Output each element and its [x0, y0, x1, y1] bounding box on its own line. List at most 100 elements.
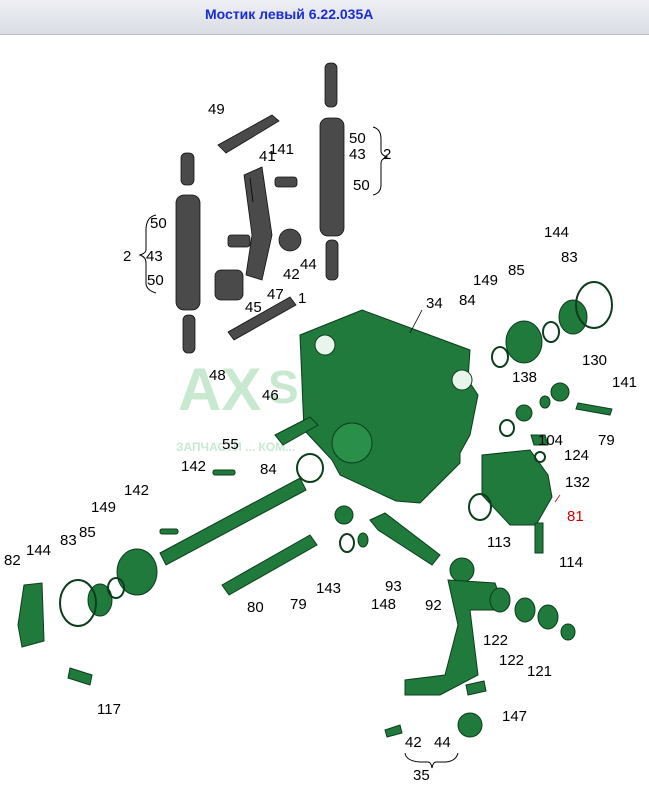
label-92: 92 [425, 597, 442, 614]
part-143-ring [339, 533, 355, 553]
label-147: 147 [502, 708, 527, 725]
label-42-lower: 42 [405, 734, 422, 751]
label-82: 82 [4, 552, 21, 569]
label-55: 55 [222, 436, 239, 453]
part-41-lever [243, 166, 273, 281]
bracket-group-2-right [372, 126, 389, 196]
label-50-left-bottom: 50 [147, 272, 164, 289]
part-79-bush-right [515, 404, 533, 422]
diagram-canvas: AX SHOP ЗАПЧАСТИ ... КОМ... [4, 62, 637, 784]
part-50-rod-bottom-left [182, 314, 196, 354]
parts-green [17, 281, 613, 738]
watermark-brand-a: AX [178, 356, 261, 423]
part-48-axle [227, 296, 297, 341]
label-143: 143 [316, 580, 341, 597]
label-83-upper: 83 [561, 249, 578, 266]
label-50-right-bottom: 50 [353, 177, 370, 194]
label-1: 1 [298, 290, 306, 307]
part-44-pin-upper [227, 234, 251, 248]
window-title-bar: Мостик левый 6.22.035А [0, 0, 649, 35]
parts-diagram: AX SHOP ЗАПЧАСТИ ... КОМ... [0, 35, 649, 807]
part-92-bolt-head [449, 557, 475, 583]
part-34-boss [331, 422, 373, 464]
part-55-shaft [159, 477, 307, 566]
part-144-circlip-lower [59, 579, 97, 627]
label-50-left-top: 50 [150, 215, 167, 232]
label-81[interactable]: 81 [567, 508, 584, 525]
part-45-roller [214, 269, 244, 301]
label-149-lower: 149 [91, 499, 116, 516]
label-130: 130 [582, 352, 607, 369]
callout-labels: 49 41 141 50 43 2 50 50 43 2 50 44 42 47… [4, 101, 637, 784]
label-122-upper: 122 [483, 632, 508, 649]
label-83-lower: 83 [60, 532, 77, 549]
part-142-key-upper [212, 469, 236, 476]
window-title: Мостик левый 6.22.035А [205, 6, 374, 22]
part-124-washer [534, 451, 546, 463]
part-50-rod-top-right [324, 62, 338, 108]
group-brackets [138, 126, 459, 769]
watermark-tagline: ЗАПЧАСТИ ... КОМ... [176, 440, 295, 454]
part-49-bracket [217, 114, 280, 154]
part-44-bush-lower [457, 712, 483, 738]
label-142-lower: 142 [124, 482, 149, 499]
label-121: 121 [527, 663, 552, 680]
label-79-center: 79 [290, 596, 307, 613]
label-47: 47 [267, 286, 284, 303]
bracket-group-35 [404, 752, 459, 769]
part-141-bolt-upper [274, 176, 298, 188]
part-138-washer [539, 395, 551, 409]
part-washer-121 [560, 623, 576, 641]
part-34-bore-b [451, 369, 473, 391]
part-104-key [530, 434, 549, 446]
label-117: 117 [97, 701, 121, 718]
label-114: 114 [559, 554, 583, 571]
part-122-nut-upper [489, 587, 511, 613]
label-2-left: 2 [123, 248, 131, 265]
label-144-lower: 144 [26, 542, 51, 559]
label-2-right: 2 [383, 146, 391, 163]
part-42-pin-lower [384, 724, 403, 738]
label-44-lower: 44 [434, 734, 451, 751]
part-117-bolt [67, 667, 93, 686]
label-44-upper: 44 [300, 256, 317, 273]
part-144-circlip-upper [575, 281, 613, 329]
label-132: 132 [565, 474, 590, 491]
part-147-bolt [465, 680, 487, 696]
leader-41 [249, 177, 254, 203]
label-41: 41 [259, 148, 276, 165]
part-142-key-lower [159, 528, 179, 535]
label-84-shaft: 84 [260, 461, 277, 478]
part-113-ring [468, 493, 492, 521]
label-141-right: 141 [612, 374, 637, 391]
part-148-washer [357, 532, 369, 548]
label-43-right: 43 [349, 146, 366, 163]
label-80: 80 [247, 599, 264, 616]
part-149-bearing-lower [116, 548, 158, 596]
label-79-right: 79 [598, 432, 615, 449]
label-49: 49 [208, 101, 225, 118]
label-34: 34 [426, 295, 443, 312]
leader-lines [249, 177, 561, 503]
part-43-spring-right [319, 117, 345, 237]
part-84-ring-upper [491, 346, 509, 368]
part-122-nut-lower [514, 597, 536, 623]
label-138: 138 [512, 369, 537, 386]
part-121-nut [537, 604, 559, 630]
part-93-link [369, 512, 441, 566]
label-48: 48 [209, 367, 226, 384]
part-50-rod-bottom-right [325, 239, 339, 281]
label-142-upper: 142 [181, 458, 206, 475]
label-85-upper: 85 [508, 262, 525, 279]
leader-81 [554, 494, 561, 503]
label-149-upper: 149 [473, 272, 498, 289]
part-141-bolt-right [575, 402, 613, 416]
label-122-lower: 122 [499, 652, 524, 669]
label-144-upper: 144 [544, 224, 569, 241]
part-79-bush-center [334, 505, 354, 525]
label-35: 35 [413, 767, 430, 784]
part-46-sleeve [274, 416, 319, 446]
part-82-lever [17, 582, 45, 648]
part-149-bearing-upper [505, 320, 543, 364]
label-85-lower: 85 [79, 524, 96, 541]
